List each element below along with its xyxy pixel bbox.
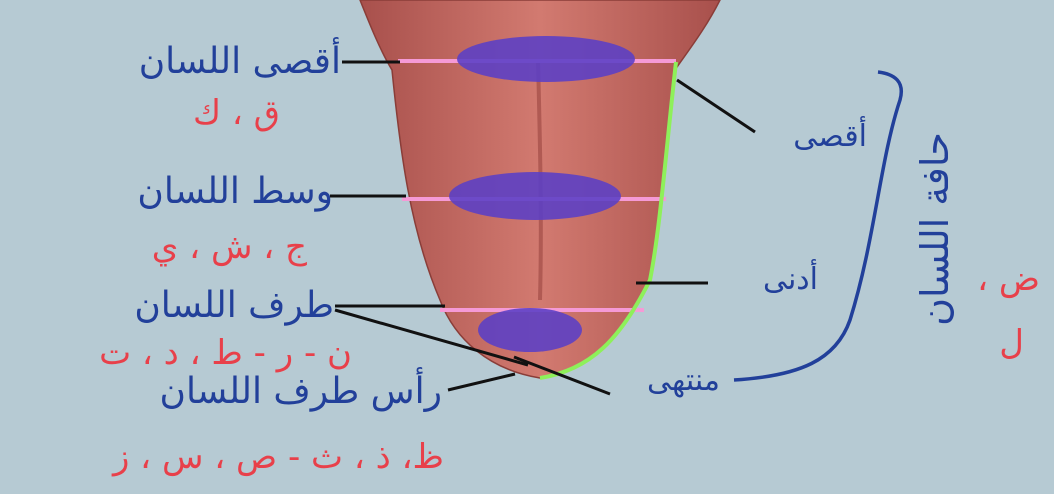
label-middle-region: وسط اللسان [137, 174, 333, 210]
leader-apex [448, 374, 515, 390]
letters-apex-region: ظ، ذ ، ث - ص ، س ، ز [113, 440, 444, 474]
leader-farthest [677, 80, 755, 132]
oval-back [457, 36, 635, 82]
oval-middle [449, 172, 621, 220]
edge-letters-bottom: ل [999, 326, 1024, 360]
label-apex-region: رأس طرف اللسان [160, 374, 442, 410]
edge-title: حافة اللسان [916, 132, 954, 326]
label-edge-end: منتهى [647, 366, 720, 396]
letters-tip-region: ن - ر - ط ، د ، ت [99, 336, 352, 370]
label-edge-farthest: أقصى [793, 122, 867, 152]
edge-letters-top: ض ، [977, 262, 1040, 296]
oval-tip [478, 308, 582, 352]
label-edge-nearest: أدنى [763, 265, 818, 295]
label-back-region: أقصى اللسان [139, 44, 341, 80]
letters-middle-region: ج ، ش ، ي [152, 230, 307, 264]
label-tip-region: طرف اللسان [134, 288, 334, 324]
letters-back-region: ق ، ك [193, 96, 280, 130]
